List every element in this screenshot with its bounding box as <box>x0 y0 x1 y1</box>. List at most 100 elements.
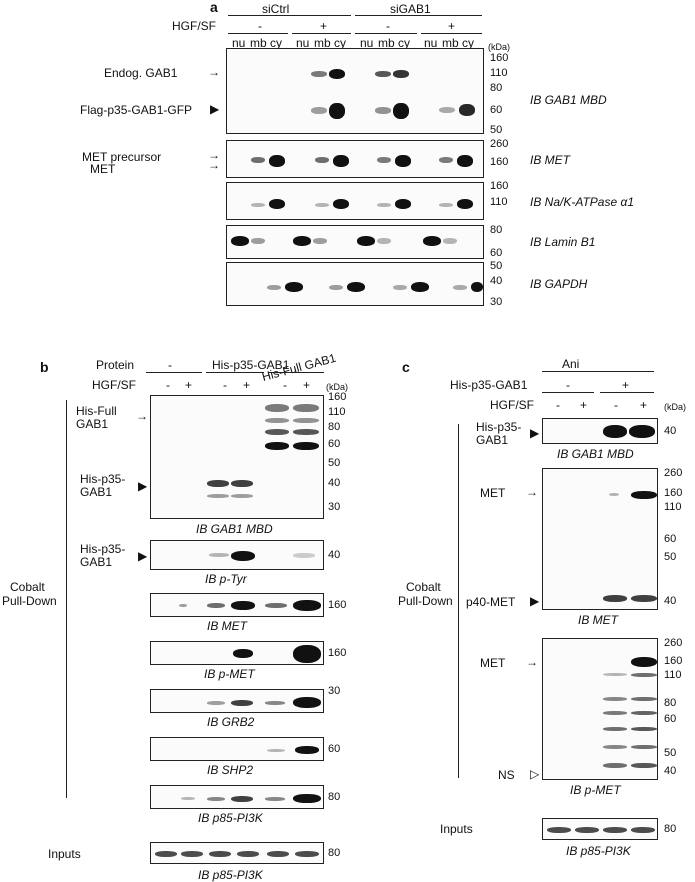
marker-tick: 80 <box>328 421 341 433</box>
c-his-minus: - <box>566 378 570 392</box>
triangle-icon: ▶ <box>138 549 148 563</box>
cobalt-bracket-c <box>458 424 459 778</box>
ib-b-shp2: IB SHP2 <box>207 763 254 777</box>
hgf-line-4 <box>421 33 482 34</box>
inputs-label-c: Inputs <box>440 822 473 836</box>
blot-c-p85 <box>542 818 658 840</box>
fraction-label: nu <box>424 36 438 50</box>
hgf-minus-2: - <box>386 19 390 33</box>
blot-c-gab1 <box>542 418 658 444</box>
blot-c-pmet <box>542 638 658 780</box>
marker-tick: 60 <box>490 104 503 116</box>
label-his-p35-2: GAB1 <box>80 485 113 499</box>
marker-tick: 50 <box>490 124 503 136</box>
marker-tick: 80 <box>328 847 341 859</box>
kda-label-a: (kDa) <box>488 42 510 52</box>
his-p35-label-c: His-p35-GAB1 <box>450 378 528 392</box>
blot-a-nak <box>226 182 484 220</box>
marker-tick: 40 <box>490 275 503 287</box>
label-his-full-1: His-Full <box>76 404 117 418</box>
kda-label-c: (kDa) <box>664 402 686 412</box>
ib-a-gapdh: IB GAPDH <box>530 277 588 291</box>
hgf-label-c: HGF/SF <box>490 398 534 412</box>
fraction-label: cy <box>270 36 282 50</box>
label-his-p35-ptyr-1: His-p35- <box>80 542 126 556</box>
pulldown-label-c: Pull-Down <box>398 594 453 608</box>
label-his-p35-ptyr-2: GAB1 <box>80 555 113 569</box>
fraction-label: cy <box>398 36 410 50</box>
arrow-icon: → <box>208 158 220 172</box>
marker-tick: 30 <box>490 296 503 308</box>
ib-a-met: IB MET <box>530 153 571 167</box>
label-ns: NS <box>498 768 515 782</box>
marker-tick: 260 <box>490 138 509 150</box>
blot-b-gab1 <box>150 395 324 519</box>
marker-tick: 60 <box>664 533 677 545</box>
blot-a-met <box>226 140 484 178</box>
b-plus-2: + <box>243 378 251 392</box>
label-his-p35-c-2: GAB1 <box>476 433 509 447</box>
label-met-c: MET <box>480 486 506 500</box>
label-endog-gab1: Endog. GAB1 <box>104 66 178 80</box>
marker-tick: 110 <box>490 67 508 79</box>
c-his-plus: + <box>622 378 630 392</box>
hgf-plus-2: + <box>448 19 456 33</box>
marker-tick: 60 <box>664 713 677 725</box>
marker-tick: 50 <box>490 260 503 272</box>
marker-tick: 30 <box>328 501 341 513</box>
triangle-icon: ▶ <box>210 102 220 116</box>
marker-tick: 50 <box>664 747 677 759</box>
c-minus-1: - <box>556 398 560 412</box>
marker-tick: 260 <box>664 637 683 649</box>
fraction-label: cy <box>334 36 346 50</box>
ib-c-pmet: IB p-MET <box>570 783 621 797</box>
arrow-icon: → <box>136 409 148 423</box>
protein-line-2 <box>206 372 264 373</box>
ib-c-p85: IB p85-PI3K <box>566 844 631 858</box>
b-minus-1: - <box>166 378 170 392</box>
ib-b-gab1: IB GAB1 MBD <box>196 522 273 536</box>
marker-tick: 50 <box>328 457 341 469</box>
c-plus-2: + <box>640 398 648 412</box>
ib-b-ptyr: IB p-Tyr <box>205 572 247 586</box>
marker-tick: 40 <box>664 765 677 777</box>
ani-label: Ani <box>562 357 580 371</box>
label-met: MET <box>90 162 116 176</box>
marker-tick: 50 <box>664 551 677 563</box>
marker-tick: 40 <box>664 425 677 437</box>
hgf-label-b: HGF/SF <box>92 378 136 392</box>
b-plus-1: + <box>185 378 193 392</box>
group-line-sigab1 <box>355 15 482 16</box>
ib-a-gab1: IB GAB1 MBD <box>530 93 607 107</box>
marker-tick: 40 <box>664 595 677 607</box>
marker-tick: 80 <box>664 823 677 835</box>
c-minus-2: - <box>614 398 618 412</box>
marker-tick: 160 <box>328 391 347 403</box>
cobalt-label-c: Cobalt <box>406 580 441 594</box>
arrow-icon: → <box>208 148 220 162</box>
marker-tick: 80 <box>490 224 503 236</box>
fraction-label: nu <box>232 36 246 50</box>
hgf-label: HGF/SF <box>172 19 216 33</box>
marker-tick: 40 <box>328 549 341 561</box>
his-line-c-2 <box>600 392 654 393</box>
label-his-p35-1: His-p35- <box>80 472 126 486</box>
ib-a-nak: IB Na/K-ATPase α1 <box>530 195 634 209</box>
blot-c-met <box>542 468 658 610</box>
fraction-label: cy <box>462 36 474 50</box>
group-label-sictrl: siCtrl <box>262 2 290 16</box>
blot-b-shp2 <box>150 737 324 761</box>
protein-group-p35: His-p35-GAB1 <box>212 358 290 372</box>
arrow-icon: → <box>526 655 538 669</box>
arrow-icon: → <box>208 65 220 79</box>
hgf-line-1 <box>228 33 288 34</box>
label-his-full-2: GAB1 <box>76 417 109 431</box>
blot-b-p85 <box>150 785 324 809</box>
label-met-precursor: MET precursor <box>82 150 162 164</box>
triangle-icon: ▶ <box>530 594 540 608</box>
protein-line-3 <box>268 372 324 373</box>
marker-tick: 60 <box>490 247 503 259</box>
hgf-minus-1: - <box>258 19 262 33</box>
kda-label-b: (kDa) <box>326 382 348 392</box>
marker-tick: 160 <box>490 180 509 192</box>
